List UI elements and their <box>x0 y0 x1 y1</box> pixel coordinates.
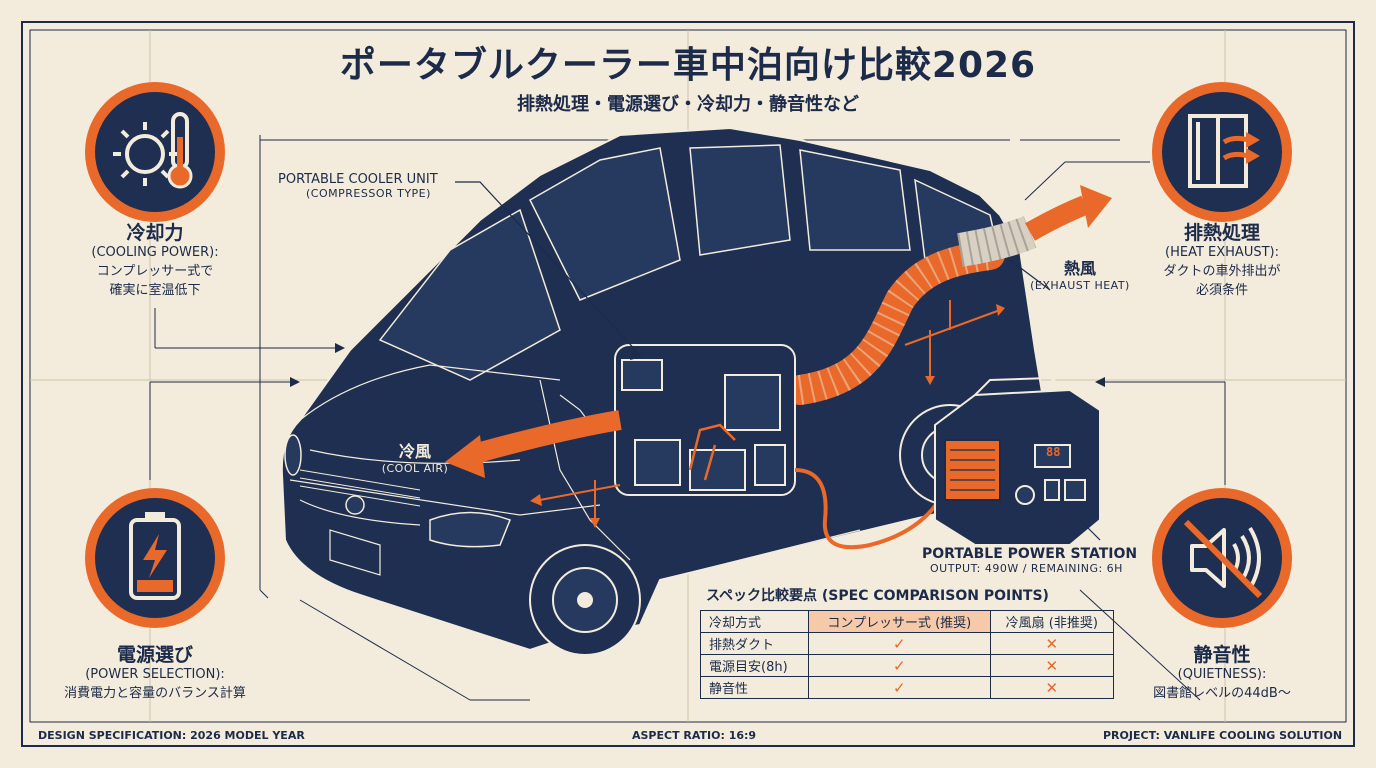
exhaust-title: 排熱処理 <box>1183 222 1260 244</box>
table-header-row: 冷却方式 コンプレッサー式 (推奨) 冷風扇 (非推奨) <box>700 610 1115 633</box>
power-en: (POWER SELECTION): <box>85 667 225 682</box>
table-row: 排熱ダクト ✓ ✕ <box>700 632 1115 655</box>
check-mark: ✓ <box>807 654 991 677</box>
cross-mark: ✕ <box>989 654 1115 677</box>
exhaust-desc-1: ダクトの車外排出が <box>1163 264 1281 279</box>
table-cell: 排熱ダクト <box>700 632 809 655</box>
quiet-feature-badge <box>1152 488 1292 628</box>
power-station-display: 88 <box>1046 445 1061 459</box>
cool-air-callout: 冷風 (COOL AIR) <box>370 438 460 475</box>
table-cell: 冷風扇 (非推奨) <box>989 610 1115 633</box>
exhaust-heat-callout: 熱風 (EXHAUST HEAT) <box>1025 255 1135 292</box>
cool-air-en: (COOL AIR) <box>381 462 449 475</box>
cool-air-jp: 冷風 <box>398 442 431 461</box>
cooling-feature-badge <box>85 82 225 222</box>
power-feature-badge <box>85 488 225 628</box>
speaker-muted-icon <box>1183 519 1263 599</box>
spec-table-title: スペック比較要点 (SPEC COMPARISON POINTS) <box>706 588 1049 604</box>
check-mark: ✓ <box>807 632 991 655</box>
cooler-unit-line-1: PORTABLE COOLER UNIT <box>278 172 438 187</box>
page-title: ポータブルクーラー車中泊向け比較2026 <box>339 45 1037 86</box>
cooling-en: (COOLING POWER): <box>91 245 219 260</box>
footer-right: PROJECT: VANLIFE COOLING SOLUTION <box>1103 729 1343 742</box>
exhaust-desc-2: 必須条件 <box>1195 283 1248 298</box>
quiet-title: 静音性 <box>1193 644 1251 666</box>
window-exhaust-icon <box>1188 114 1260 188</box>
check-mark: ✓ <box>807 676 991 699</box>
spec-comparison-table: 冷却方式 コンプレッサー式 (推奨) 冷風扇 (非推奨) 排熱ダクト ✓ ✕ 電… <box>700 610 1115 699</box>
cooler-unit-line-2: (COMPRESSOR TYPE) <box>306 187 431 200</box>
gear-thermometer-icon <box>113 112 193 189</box>
power-title: 電源選び <box>116 644 193 666</box>
table-cell: 電源目安(8h) <box>700 654 809 677</box>
exhaust-heat-jp: 熱風 <box>1063 259 1096 278</box>
power-desc-1: 消費電力と容量のバランス計算 <box>64 686 246 701</box>
table-row: 静音性 ✓ ✕ <box>700 676 1115 699</box>
table-cell: 静音性 <box>700 676 809 699</box>
power-station-line-2: OUTPUT: 490W / REMAINING: 6H <box>930 562 1123 575</box>
cross-mark: ✕ <box>989 676 1115 699</box>
cooling-desc-1: コンプレッサー式で <box>96 264 214 279</box>
table-cell: 冷却方式 <box>700 610 809 633</box>
footer-center: ASPECT RATIO: 16:9 <box>632 729 757 742</box>
quiet-desc-1: 図書館レベルの44dB～ <box>1153 686 1291 701</box>
table-row: 電源目安(8h) ✓ ✕ <box>700 654 1115 677</box>
table-cell-recommended: コンプレッサー式 (推奨) <box>807 610 991 633</box>
cooler-unit-callout: PORTABLE COOLER UNIT (COMPRESSOR TYPE) <box>278 172 438 200</box>
battery-icon <box>129 512 181 600</box>
power-station-line-1: PORTABLE POWER STATION <box>922 546 1138 562</box>
cross-mark: ✕ <box>989 632 1115 655</box>
page-subtitle: 排熱処理・電源選び・冷却力・静音性など <box>517 94 859 115</box>
exhaust-en: (HEAT EXHAUST): <box>1165 245 1279 260</box>
cooling-desc-2: 確実に室温低下 <box>109 283 201 298</box>
power-station-callout: PORTABLE POWER STATION OUTPUT: 490W / RE… <box>922 546 1137 575</box>
exhaust-feature-badge <box>1152 82 1292 222</box>
power-feature-text: 電源選び (POWER SELECTION): 消費電力と容量のバランス計算 <box>30 640 280 701</box>
footer-left: DESIGN SPECIFICATION: 2026 MODEL YEAR <box>38 729 305 742</box>
cooling-title: 冷却力 <box>126 222 184 244</box>
quiet-feature-text: 静音性 (QUIETNESS): 図書館レベルの44dB～ <box>1112 640 1332 701</box>
cooling-feature-text: 冷却力 (COOLING POWER): コンプレッサー式で 確実に室温低下 <box>55 218 255 298</box>
exhaust-feature-text: 排熱処理 (HEAT EXHAUST): ダクトの車外排出が 必須条件 <box>1122 218 1322 298</box>
exhaust-heat-en: (EXHAUST HEAT) <box>1030 279 1130 292</box>
quiet-en: (QUIETNESS): <box>1177 667 1267 682</box>
